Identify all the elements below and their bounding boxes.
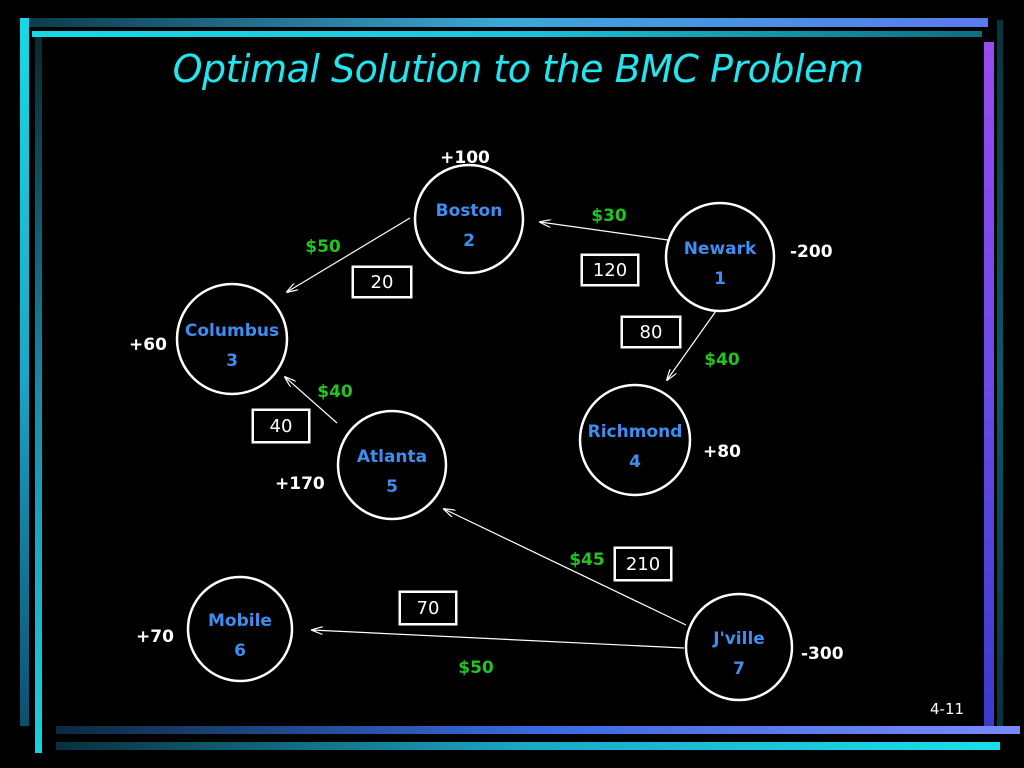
flow-boxes-layer: 120 20 80 40 210 70 (250, 252, 683, 627)
node-boston-supply: +100 (440, 148, 490, 168)
edge-1-to-2-flow-box: 120 (579, 252, 641, 288)
frame-bar-top-outer (20, 18, 988, 27)
edge-1-to-2-cost-label: $30 (591, 206, 627, 226)
node-columbus-number: 3 (226, 351, 238, 371)
node-atlanta: Atlanta 5 (336, 409, 448, 521)
node-richmond-circle (578, 383, 692, 497)
edge-7-to-5-flow-box: 210 (612, 545, 674, 583)
edge-1-to-4-flow-box-fill (623, 318, 679, 346)
edge-2-to-3-arrow (287, 217, 411, 292)
edge-1-to-4-flow-box: 80 (619, 314, 683, 350)
slide-title: Optimal Solution to the BMC Problem (172, 47, 864, 91)
node-columbus-name: Columbus (185, 321, 279, 341)
node-atlanta-circle (336, 409, 448, 521)
edges-layer (285, 217, 717, 649)
edge-2-to-3-flow-box: 20 (350, 264, 414, 300)
node-newark-supply: -200 (790, 242, 833, 262)
edge-1-to-4-flow-value: 80 (640, 322, 663, 343)
node-newark-number: 1 (714, 269, 726, 289)
edge-7-to-5-arrow (444, 509, 687, 626)
edge-7-to-5-flow-value: 210 (626, 554, 660, 575)
node-mobile-number: 6 (234, 641, 246, 661)
edge-2-to-3-flow-box-fill (354, 268, 410, 296)
slide-number: 4-11 (930, 700, 965, 718)
edge-7-to-6-flow-box: 70 (397, 589, 459, 627)
node-richmond-name: Richmond (588, 422, 683, 442)
edge-5-to-3-cost-label: $40 (317, 382, 353, 402)
node-richmond-number: 4 (629, 452, 641, 472)
node-boston-circle (413, 163, 525, 275)
node-newark-circle (664, 201, 776, 313)
node-atlanta-number: 5 (386, 477, 398, 497)
frame-bar-right-purple (984, 42, 994, 728)
node-boston-name: Boston (436, 201, 503, 221)
edge-5-to-3-flow-box-fill (254, 411, 308, 441)
edge-7-to-6-cost-label: $50 (458, 658, 494, 678)
edge-5-to-3-flow-box: 40 (250, 407, 312, 445)
node-jville-number: 7 (733, 659, 745, 679)
edge-1-to-2-flow-value: 120 (593, 260, 627, 281)
node-atlanta-name: Atlanta (357, 447, 427, 467)
node-boston: Boston 2 (413, 163, 525, 275)
node-jville-supply: -300 (801, 644, 844, 664)
node-jville: J'ville 7 (684, 592, 794, 702)
edge-5-to-3-arrow (285, 377, 338, 424)
node-mobile-circle (186, 575, 294, 683)
node-richmond-supply: +80 (703, 442, 741, 462)
edge-2-to-3-flow-value: 20 (371, 272, 394, 293)
edge-1-to-2-arrow (540, 222, 669, 241)
frame-bar-right-dark (997, 20, 1003, 734)
frame-bar-bottom-inner (56, 742, 1000, 750)
edge-2-to-3-cost-label: $50 (305, 237, 341, 257)
node-atlanta-supply: +170 (275, 474, 325, 494)
node-columbus-circle (175, 282, 289, 396)
edge-7-to-6-flow-box-fill (401, 593, 455, 623)
node-columbus-supply: +60 (129, 335, 167, 355)
frame-bar-bottom-outer (56, 726, 1020, 734)
edge-1-to-4-arrow (667, 310, 717, 380)
labels-layer: $30 $50 $40 $40 $45 $50 -200 +100 +60 +80 +170 +70 -… (129, 148, 844, 678)
frame-bar-left-outer (20, 18, 29, 726)
node-jville-name: J'ville (712, 629, 765, 649)
node-newark-name: Newark (684, 239, 757, 259)
edge-7-to-6-flow-value: 70 (417, 598, 440, 619)
edge-7-to-6-arrow (312, 630, 685, 649)
node-richmond: Richmond 4 (578, 383, 692, 497)
frame-bar-top-inner (32, 31, 982, 37)
edge-5-to-3-flow-value: 40 (270, 416, 293, 437)
edge-7-to-5-cost-label: $45 (569, 550, 605, 570)
edge-1-to-2-flow-box-fill (583, 256, 637, 284)
node-columbus: Columbus 3 (175, 282, 289, 396)
frame-bar-left-inner (35, 37, 42, 753)
edge-1-to-4-cost-label: $40 (704, 350, 740, 370)
node-mobile-name: Mobile (208, 611, 272, 631)
node-newark: Newark 1 (664, 201, 776, 313)
node-boston-number: 2 (463, 231, 475, 251)
node-mobile-supply: +70 (136, 627, 174, 647)
node-jville-circle (684, 592, 794, 702)
node-mobile: Mobile 6 (186, 575, 294, 683)
edge-7-to-5-flow-box-fill (616, 549, 670, 579)
